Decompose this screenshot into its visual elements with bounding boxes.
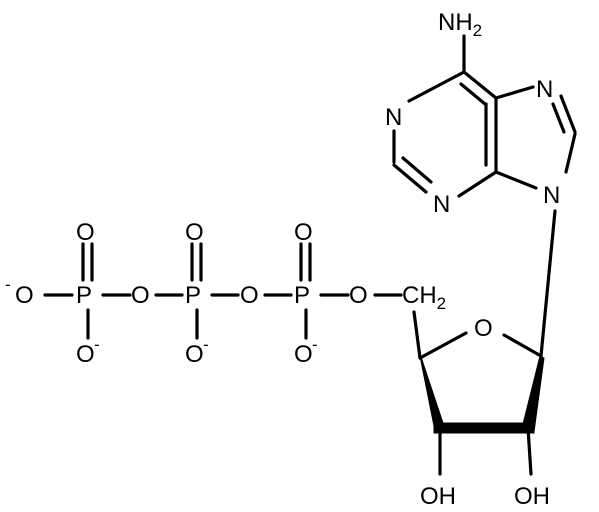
bonds bbox=[43, 34, 577, 476]
bond-c6-n1 bbox=[407, 70, 466, 103]
bond-c2-n3 bbox=[392, 163, 428, 194]
bond-c5-c6-double bbox=[459, 82, 487, 106]
label-p-beta: P bbox=[185, 282, 201, 309]
label-n1: N bbox=[385, 104, 402, 131]
bond-n3-c4 bbox=[457, 170, 498, 198]
label-lower-charge-beta: - bbox=[203, 335, 209, 354]
bond-o4prime-c4prime bbox=[418, 331, 468, 360]
label-double-oxygen-alpha: O bbox=[294, 219, 313, 246]
atom-labels: NH2 N N N N O CH2 OH OH - O P P P O O O … bbox=[5, 9, 560, 510]
label-n7: N bbox=[536, 76, 553, 103]
bond-n7-c8-double bbox=[551, 102, 566, 134]
bond-c1prime-o4prime bbox=[502, 333, 543, 358]
bond-c5-n7 bbox=[494, 85, 535, 100]
bond-c2-n3-double bbox=[401, 156, 433, 184]
label-lower-charge-gamma: - bbox=[94, 335, 100, 354]
label-terminal-oxygen: O bbox=[15, 282, 34, 309]
label-ring-oxygen: O bbox=[474, 315, 493, 342]
bond-c8-n9 bbox=[564, 132, 577, 174]
wedge-c2prime-c1prime bbox=[521, 355, 545, 433]
label-terminal-charge: - bbox=[5, 275, 11, 294]
wedge-bonds bbox=[419, 355, 545, 434]
bond-c5-c6 bbox=[462, 70, 498, 100]
label-lower-oxygen-beta: O bbox=[185, 341, 204, 368]
bond-n9-c4 bbox=[494, 170, 538, 190]
bold-c3prime-c2prime bbox=[433, 422, 535, 434]
label-double-oxygen-beta: O bbox=[185, 219, 204, 246]
bond-n7-c8 bbox=[559, 94, 577, 134]
label-amine: NH2 bbox=[438, 9, 482, 40]
label-n3: N bbox=[433, 191, 450, 218]
bond-c2prime-oh bbox=[526, 426, 533, 476]
label-p-alpha: P bbox=[294, 282, 310, 309]
bond-c4prime-c5prime bbox=[412, 310, 422, 360]
bond-n9-c1prime bbox=[539, 209, 557, 358]
label-double-oxygen-gamma: O bbox=[76, 219, 95, 246]
label-p-gamma: P bbox=[76, 282, 92, 309]
label-bridge-oxygen-2: O bbox=[240, 282, 259, 309]
label-n9: N bbox=[543, 182, 560, 209]
label-lower-oxygen-gamma: O bbox=[76, 341, 95, 368]
label-bridge-oxygen-3: O bbox=[349, 282, 368, 309]
label-lower-oxygen-alpha: O bbox=[294, 341, 313, 368]
label-bridge-oxygen-1: O bbox=[131, 282, 150, 309]
wedge-c4prime-c3prime bbox=[419, 355, 447, 433]
label-lower-charge-alpha: - bbox=[312, 335, 318, 354]
label-oh-right: OH bbox=[514, 483, 550, 510]
label-ch2: CH2 bbox=[402, 282, 446, 313]
label-oh-left: OH bbox=[420, 483, 456, 510]
